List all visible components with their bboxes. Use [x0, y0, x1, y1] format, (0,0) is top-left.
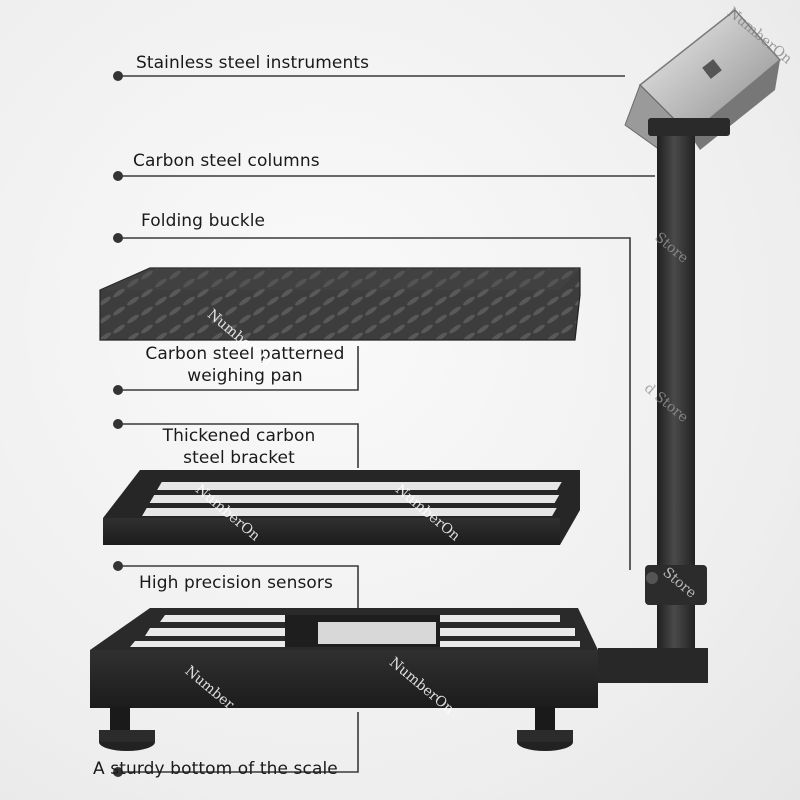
label-weighing-pan-line1: Carbon steel patterned — [145, 344, 345, 364]
label-sensors: High precision sensors — [139, 573, 333, 593]
label-columns: Carbon steel columns — [133, 151, 320, 171]
label-bracket-line1: Thickened carbon — [162, 426, 316, 446]
label-weighing-pan: Carbon steel patterned weighing pan — [130, 343, 360, 387]
label-folding-buckle: Folding buckle — [141, 211, 266, 231]
leader-lines — [118, 75, 655, 773]
base-platform — [90, 608, 598, 751]
label-bracket-line2: steel bracket — [183, 448, 295, 468]
label-sturdy-bottom: A sturdy bottom of the scale — [93, 759, 338, 779]
steel-bracket — [103, 470, 580, 545]
column — [598, 136, 708, 683]
label-weighing-pan-line2: weighing pan — [187, 366, 303, 386]
weighing-pan — [99, 267, 581, 341]
label-bracket: Thickened carbon steel bracket — [124, 425, 354, 469]
leader-dots — [113, 71, 123, 777]
display-head — [624, 8, 782, 151]
label-instruments: Stainless steel instruments — [136, 53, 370, 73]
